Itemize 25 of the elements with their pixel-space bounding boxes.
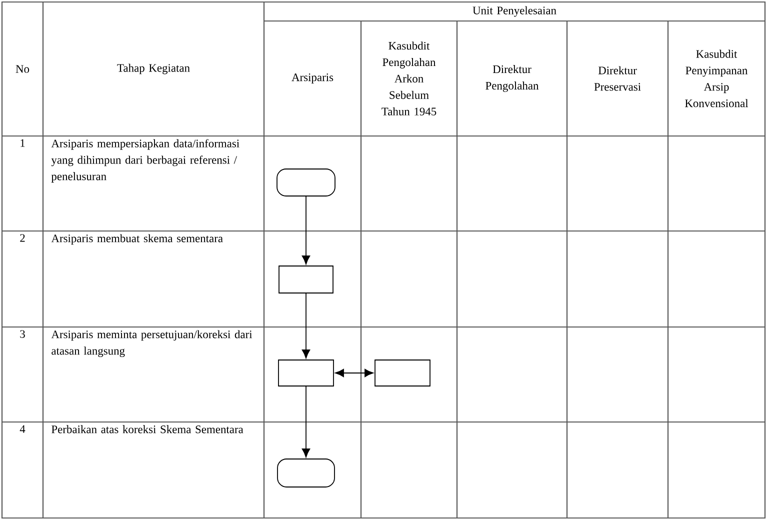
header-text: Unit Penyelesaian	[472, 6, 556, 17]
process-box	[278, 266, 334, 294]
row-number: 3	[20, 330, 25, 338]
row-number: 2	[20, 234, 25, 242]
header-text: Direktur Preservasi	[594, 66, 641, 91]
row-number: 4	[20, 425, 26, 433]
row-number: 1	[20, 139, 25, 147]
header-text: Arsiparis	[292, 74, 334, 84]
activity-text: Arsiparis meminta persetujuan/koreksi dari atasan langsung	[51, 330, 252, 358]
header-text: Kasubdit Pengolahan Arkon Sebelum Tahun 1945	[382, 42, 436, 116]
terminator-shape	[276, 168, 336, 196]
process-box	[278, 360, 334, 386]
header-text: Tahap Kegiatan	[117, 64, 190, 74]
arrow	[335, 368, 374, 378]
activity-text: Arsiparis mempersiapkan data/informasi yang dihimpun dari berbagai referensi / penelusuran	[51, 139, 240, 183]
terminator-shape	[277, 458, 335, 488]
arrow	[302, 196, 310, 264]
arrow	[302, 293, 310, 358]
process-box	[374, 360, 430, 386]
header-text: Kasubdit Penyimpanan Arsip Konvensional	[685, 50, 748, 108]
activity-text: Arsiparis membuat skema sementara	[51, 234, 223, 245]
header-text: Direktur Pengolahan	[486, 65, 539, 92]
header-text: No	[16, 65, 30, 73]
activity-text: Perbaikan atas koreksi Skema Sementara	[52, 425, 244, 434]
arrow	[302, 386, 310, 458]
